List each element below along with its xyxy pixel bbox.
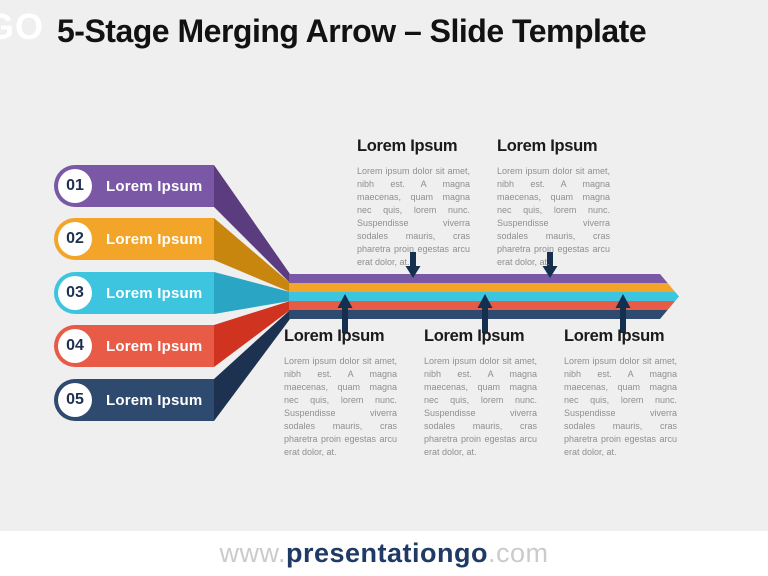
stage-3-ribbon (214, 272, 290, 314)
callout-body: Lorem ipsum dolor sit amet, nibh est. A … (284, 356, 397, 457)
stage-pill-5: 05 Lorem Ipsum (54, 379, 214, 421)
footer-website-link[interactable]: www.presentationgo.com (0, 531, 768, 576)
merge-stripe-2 (289, 283, 679, 292)
stage-number-badge: 03 (58, 276, 92, 310)
callout-body: Lorem ipsum dolor sit amet, nibh est. A … (497, 166, 610, 267)
callout-heading: Lorem Ipsum (497, 137, 598, 155)
slide-title: 5-Stage Merging Arrow – Slide Template (57, 13, 647, 49)
footer-www: www. (219, 538, 286, 568)
connector-arrow-up-3 (615, 294, 631, 333)
footer-brand: presentationgo (285, 538, 488, 568)
presentationgo-logo: GO (0, 6, 45, 47)
stage-pill-4: 04 Lorem Ipsum (54, 325, 214, 367)
callout-top-1: Lorem Ipsum Lorem ipsum dolor sit amet, … (357, 137, 470, 269)
stage-pill-2: 02 Lorem Ipsum (54, 218, 214, 260)
stage-number-badge: 04 (58, 329, 92, 363)
stage-pill-1: 01 Lorem Ipsum (54, 165, 214, 207)
stage-label: Lorem Ipsum (106, 177, 203, 195)
footer-tld: .com (488, 538, 549, 568)
connector-arrow-down-2 (542, 252, 558, 278)
callout-bottom-2: Lorem Ipsum Lorem ipsum dolor sit amet, … (424, 327, 537, 459)
stage-label: Lorem Ipsum (106, 230, 203, 248)
stage-4-ribbon (214, 301, 290, 367)
stage-number-badge: 01 (58, 169, 92, 203)
connector-arrow-down-1 (405, 252, 421, 278)
callout-heading: Lorem Ipsum (564, 327, 665, 345)
stage-label: Lorem Ipsum (106, 337, 203, 355)
connector-arrow-up-1 (337, 294, 353, 333)
callout-bottom-3: Lorem Ipsum Lorem ipsum dolor sit amet, … (564, 327, 677, 459)
callout-body: Lorem ipsum dolor sit amet, nibh est. A … (424, 356, 537, 457)
merge-stripe-1 (289, 274, 679, 283)
callout-heading: Lorem Ipsum (284, 327, 385, 345)
stage-label: Lorem Ipsum (106, 284, 203, 302)
callout-body: Lorem ipsum dolor sit amet, nibh est. A … (357, 166, 470, 267)
stage-2-ribbon (214, 218, 290, 292)
stage-pill-3: 03 Lorem Ipsum (54, 272, 214, 314)
connector-arrow-up-2 (477, 294, 493, 333)
stage-label: Lorem Ipsum (106, 391, 203, 409)
stage-number-badge: 05 (58, 383, 92, 417)
callout-top-2: Lorem Ipsum Lorem ipsum dolor sit amet, … (497, 137, 610, 269)
callout-body: Lorem ipsum dolor sit amet, nibh est. A … (564, 356, 677, 457)
callout-bottom-1: Lorem Ipsum Lorem ipsum dolor sit amet, … (284, 327, 397, 459)
callout-heading: Lorem Ipsum (424, 327, 525, 345)
stage-1-ribbon (214, 165, 290, 283)
stage-number-badge: 02 (58, 222, 92, 256)
stage-5-ribbon (214, 310, 290, 421)
callout-heading: Lorem Ipsum (357, 137, 458, 155)
